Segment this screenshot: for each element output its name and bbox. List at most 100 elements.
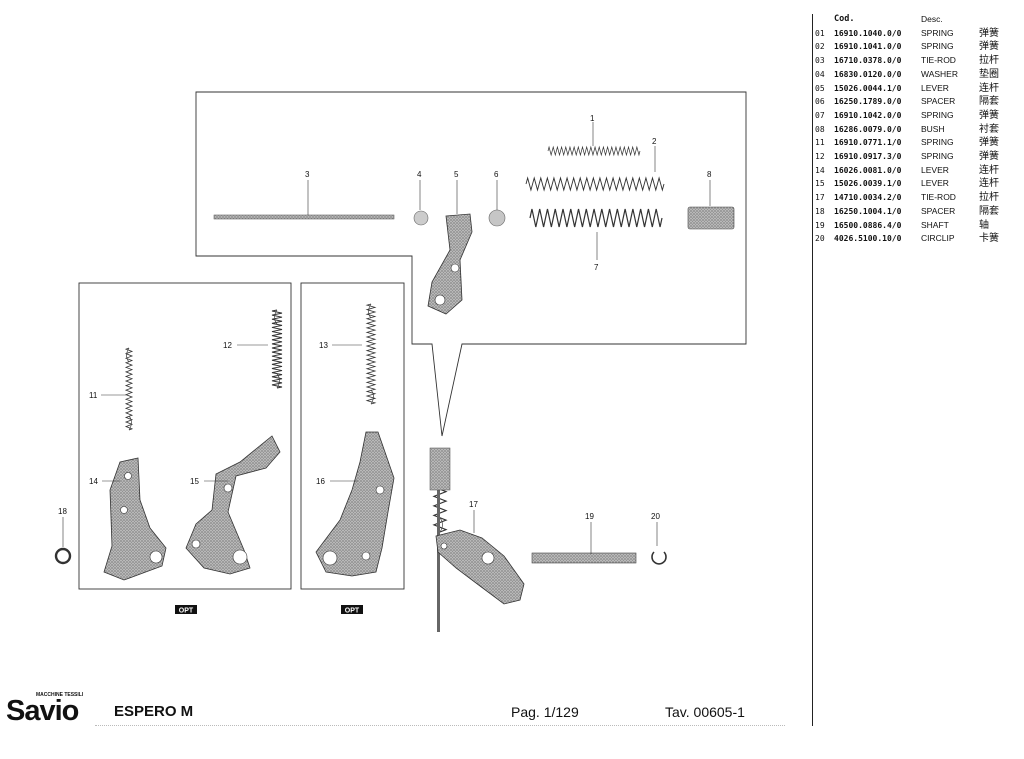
callout-8: 8 — [707, 170, 712, 179]
part-15-lever — [185, 435, 281, 575]
part-position: 17 — [815, 193, 825, 203]
part-description: LEVER — [921, 164, 949, 175]
part-description: SPACER — [921, 205, 956, 216]
part-description: LEVER — [921, 82, 949, 93]
part-description: SPRING — [921, 137, 954, 148]
part-position: 05 — [815, 83, 825, 93]
parts-table-header: Cod. Desc. — [815, 13, 1020, 27]
part-code: 16250.1789.0/0 — [834, 97, 902, 107]
part-code: 14710.0034.2/0 — [834, 193, 902, 203]
parts-table-row: 02 16910.1041.0/0 SPRING 弹簧 — [815, 40, 1020, 54]
savio-logo: MACCHINE TESSILI Savio — [6, 692, 84, 724]
part-description-chinese: 弹簧 — [979, 41, 999, 53]
leader-lines — [62, 122, 711, 554]
parts-table-row: 06 16250.1789.0/0 SPACER 隔套 — [815, 95, 1020, 109]
part-position: 06 — [815, 97, 825, 107]
callout-1: 1 — [590, 114, 595, 123]
part-position: 11 — [815, 138, 825, 148]
opt-label-right: OPT — [345, 608, 360, 615]
part-code: 16286.0079.0/0 — [834, 124, 902, 134]
part-description-chinese: 连杆 — [979, 164, 999, 176]
part-position: 07 — [815, 110, 825, 120]
part-code: 16250.1004.1/0 — [834, 206, 902, 216]
part-description-chinese: 隔套 — [979, 96, 999, 108]
column-divider — [812, 14, 813, 726]
parts-table-row: 11 16910.0771.1/0 SPRING 弹簧 — [815, 136, 1020, 150]
callout-7: 7 — [594, 263, 599, 272]
part-20-circlip — [651, 551, 667, 565]
part-description-chinese: 轴 — [979, 219, 989, 231]
top-assembly-frame — [195, 91, 747, 437]
part-position: 01 — [815, 28, 825, 38]
callout-5: 5 — [454, 170, 459, 179]
part-description-chinese: 弹簧 — [979, 137, 999, 149]
part-19-shaft — [531, 552, 637, 564]
part-17-lever — [435, 529, 525, 605]
brand-tagline: MACCHINE TESSILI — [36, 692, 84, 698]
part-code: 16910.1042.0/0 — [834, 110, 902, 120]
part-description: SPRING — [921, 41, 954, 52]
callout-2: 2 — [652, 137, 657, 146]
part-code: 16910.0917.3/0 — [834, 152, 902, 162]
brand-name: Savio — [6, 695, 79, 724]
header-cod: Cod. — [834, 14, 855, 24]
part-code: 16026.0081.0/0 — [834, 165, 902, 175]
part-description: CIRCLIP — [921, 233, 955, 244]
part-code: 15026.0044.1/0 — [834, 83, 902, 93]
part-description-chinese: 卡簧 — [979, 233, 999, 245]
part-14-lever — [103, 457, 167, 581]
part-2-spring — [525, 176, 665, 192]
option-box-right — [300, 282, 405, 590]
part-description: SPRING — [921, 109, 954, 120]
part-description-chinese: 衬套 — [979, 123, 999, 135]
part-description-chinese: 弹簧 — [979, 151, 999, 163]
machine-model: ESPERO M — [114, 703, 194, 720]
part-position: 03 — [815, 56, 825, 66]
part-description-chinese: 连杆 — [979, 178, 999, 190]
part-position: 12 — [815, 152, 825, 162]
part-position: 18 — [815, 206, 825, 216]
opt-label-left: OPT — [179, 608, 194, 615]
parts-table-row: 14 16026.0081.0/0 LEVER 连杆 — [815, 164, 1020, 178]
part-description: LEVER — [921, 178, 949, 189]
callout-12: 12 — [223, 341, 232, 350]
callout-13: 13 — [319, 341, 328, 350]
callout-15: 15 — [190, 477, 199, 486]
part-3-tie-rod — [213, 214, 395, 220]
part-13-spring — [365, 303, 377, 405]
callout-14: 14 — [89, 477, 98, 486]
part-16-lever — [315, 431, 395, 577]
parts-table-row: 01 16910.1040.0/0 SPRING 弹簧 — [815, 27, 1020, 41]
part-description: SHAFT — [921, 219, 949, 230]
part-5-lever — [427, 213, 473, 315]
footer-rule — [95, 725, 785, 726]
part-description-chinese: 弹簧 — [979, 27, 999, 39]
part-code: 16910.0771.1/0 — [834, 138, 902, 148]
part-description: SPRING — [921, 27, 954, 38]
part-code: 16910.1041.0/0 — [834, 42, 902, 52]
part-position: 20 — [815, 234, 825, 244]
part-description: SPACER — [921, 96, 956, 107]
part-position: 14 — [815, 165, 825, 175]
part-4-washer — [413, 210, 429, 226]
page-number: Pag. 1/129 — [511, 704, 579, 720]
part-code: 16830.0120.0/0 — [834, 69, 902, 79]
part-position: 02 — [815, 42, 825, 52]
callout-11: 11 — [89, 391, 98, 400]
part-6-spacer — [488, 209, 506, 227]
callout-16: 16 — [316, 477, 325, 486]
part-description-chinese: 拉杆 — [979, 192, 999, 204]
callout-18: 18 — [58, 507, 67, 516]
part-code: 16910.1040.0/0 — [834, 28, 902, 38]
callout-3: 3 — [305, 170, 310, 179]
